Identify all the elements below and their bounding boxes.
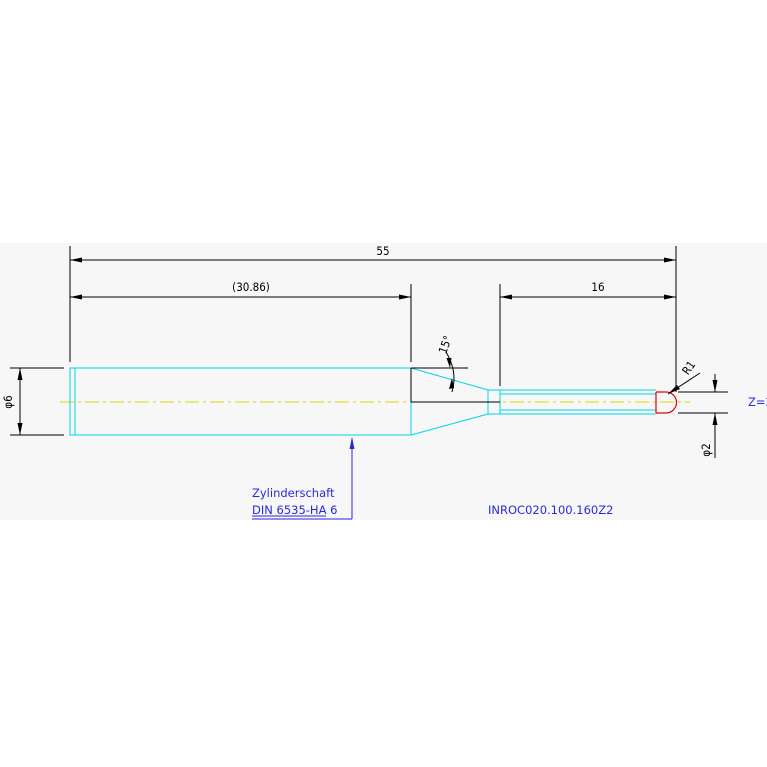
arrow-dia2-bottom bbox=[712, 413, 718, 425]
angle-arrow-bottom bbox=[449, 378, 454, 389]
shank-type-line2: DIN 6535-HA 6 bbox=[252, 503, 337, 517]
arrow-dia6-bottom bbox=[17, 423, 23, 435]
overall-length-label: 55 bbox=[376, 244, 389, 258]
callout-arrow bbox=[349, 437, 355, 449]
arrow-dia6-top bbox=[17, 368, 23, 380]
radius-arrow bbox=[668, 385, 680, 394]
part-number: INROC020.100.160Z2 bbox=[488, 503, 613, 517]
arrow-dia2-top bbox=[712, 380, 718, 392]
taper-bottom-edge bbox=[410, 413, 489, 436]
arrow-overall-left bbox=[70, 257, 82, 263]
arrow-neck-left bbox=[500, 294, 512, 300]
shank-length-label: (30.86) bbox=[232, 280, 270, 294]
shank-diameter-label: φ6 bbox=[1, 395, 15, 408]
angle-label: 15° bbox=[436, 334, 455, 356]
flute-count-label: Z=2 bbox=[748, 395, 767, 409]
arrow-shank-right bbox=[399, 294, 411, 300]
arrow-shank-left bbox=[70, 294, 82, 300]
taper-top-edge bbox=[410, 367, 489, 391]
radius-label: R1 bbox=[679, 358, 698, 377]
drawing-area bbox=[0, 243, 767, 520]
arrow-overall-right bbox=[664, 257, 676, 263]
shank-type-line1: Zylinderschaft bbox=[252, 486, 335, 500]
arrow-neck-right bbox=[664, 294, 676, 300]
angle-arc bbox=[445, 351, 455, 393]
neck-length-label: 16 bbox=[591, 280, 604, 294]
angle-arrow-top bbox=[446, 358, 452, 368]
cutting-diameter-label: φ2 bbox=[699, 443, 713, 456]
